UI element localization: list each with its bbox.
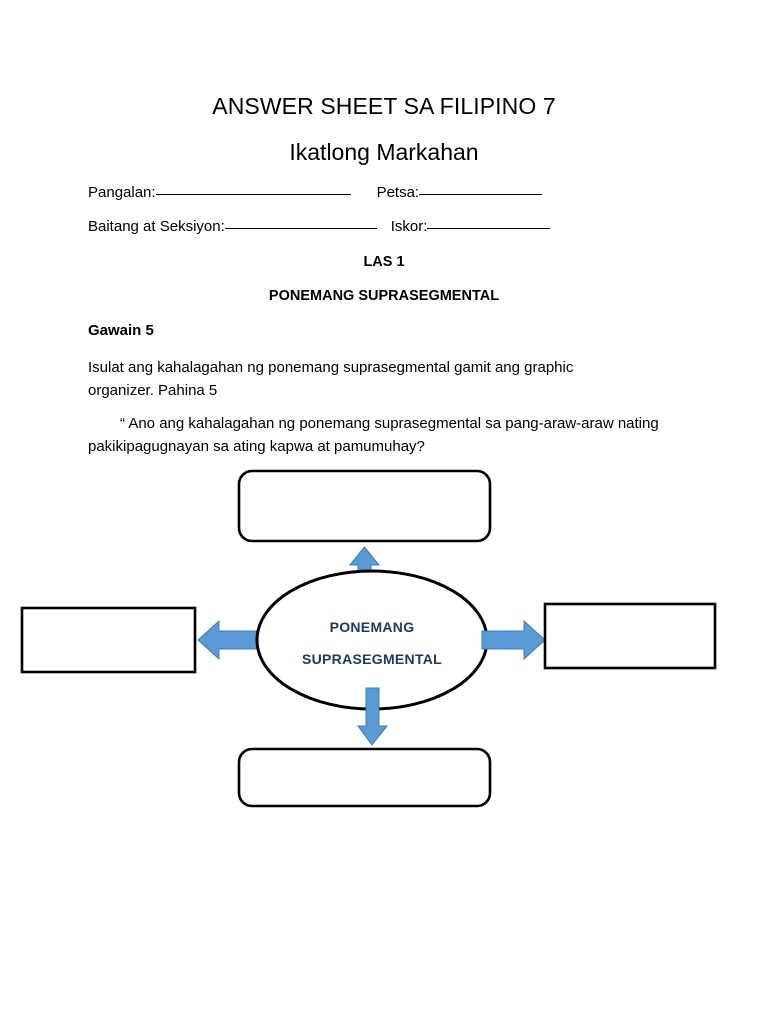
- name-label: Pangalan:: [88, 184, 156, 201]
- organizer-box-bottom[interactable]: [237, 747, 492, 808]
- score-input[interactable]: [427, 216, 551, 229]
- name-input[interactable]: [155, 182, 351, 195]
- section-label: Baitang at Seksiyon:: [88, 218, 225, 235]
- arrow-left-icon: [197, 619, 265, 661]
- form-row-section-score: Baitang at Seksiyon: Iskor:: [88, 216, 698, 237]
- center-label-line-2: SUPRASEGMENTAL: [302, 651, 442, 667]
- las-heading: LAS 1: [363, 254, 405, 270]
- page-subtitle: Ikatlong Markahan: [289, 139, 479, 165]
- graphic-organizer: PONEMANG SUPRASEGMENTAL: [0, 460, 768, 830]
- arrow-down-icon: [357, 687, 389, 746]
- activity-question: “ Ano ang kahalagahan ng ponemang supras…: [88, 415, 659, 456]
- arrow-right-icon: [481, 619, 546, 661]
- center-label-line-1: PONEMANG: [330, 619, 415, 635]
- activity-instruction: Isulat ang kahalagahan ng ponemang supra…: [88, 359, 574, 400]
- section-input[interactable]: [224, 216, 377, 229]
- page-title: ANSWER SHEET SA FILIPINO 7: [212, 93, 556, 119]
- score-label: Iskor:: [390, 218, 428, 235]
- organizer-box-top[interactable]: [237, 469, 492, 543]
- date-label: Petsa:: [376, 184, 420, 201]
- date-input[interactable]: [419, 182, 543, 195]
- organizer-box-left[interactable]: [20, 606, 197, 674]
- organizer-box-right[interactable]: [543, 602, 717, 670]
- activity-heading: Gawain 5: [88, 322, 154, 339]
- form-row-name-date: Pangalan: Petsa:: [88, 182, 698, 203]
- topic-heading: PONEMANG SUPRASEGMENTAL: [268, 288, 500, 304]
